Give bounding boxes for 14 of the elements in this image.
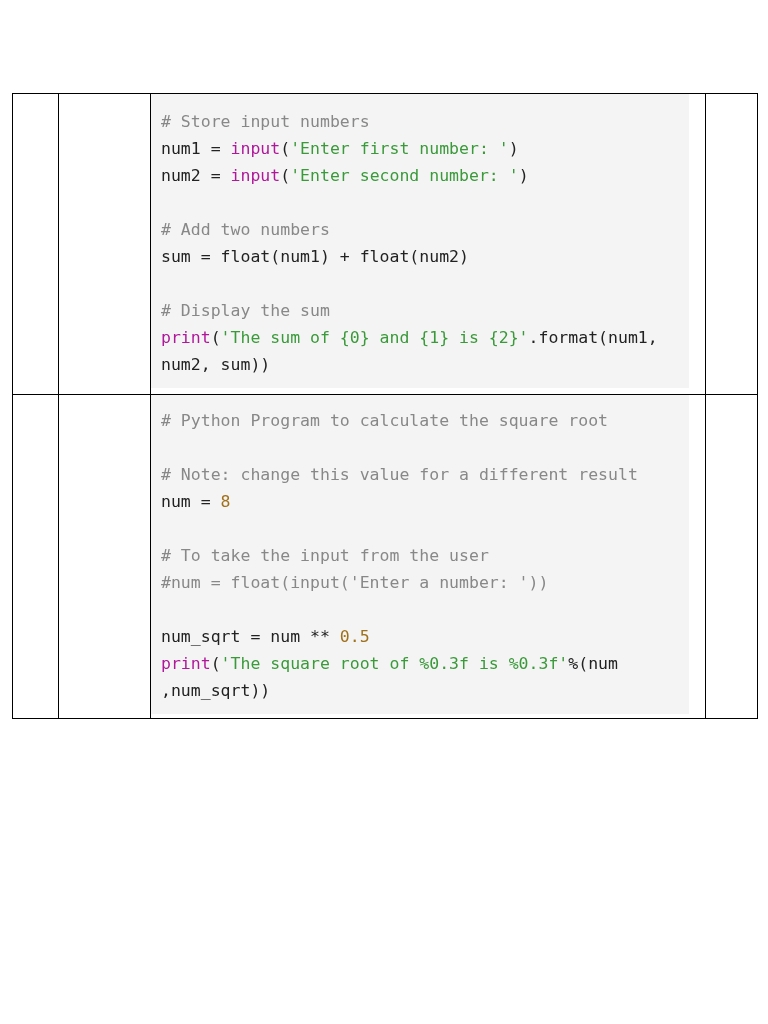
code-comment: # Note: change this value for a different result: [161, 464, 639, 486]
code-line: num = 8: [161, 491, 232, 513]
code-comment: # Display the sum: [161, 300, 331, 322]
code-line: sum = float(num1) + float(num2): [161, 246, 470, 268]
code-line: num_sqrt = num ** 0.5: [161, 626, 371, 648]
code-line: print('The square root of %0.3f is %0.3f'%(num ,num_sqrt)): [161, 653, 619, 702]
code-comment: # Python Program to calculate the square root: [161, 410, 610, 432]
code-line: print('The sum of {0} and {1} is {2}'.format(num1, num2, sum)): [161, 327, 659, 376]
code-line: num2 = input('Enter second number: '): [161, 165, 530, 187]
code-comment: # To take the input from the user: [161, 545, 490, 567]
code-line: num1 = input('Enter first number: '): [161, 138, 520, 160]
code-comment: # Add two numbers: [161, 219, 331, 241]
code-comment: # Store input numbers: [161, 111, 371, 133]
code-comment: #num = float(input('Enter a number: ')): [161, 572, 550, 594]
